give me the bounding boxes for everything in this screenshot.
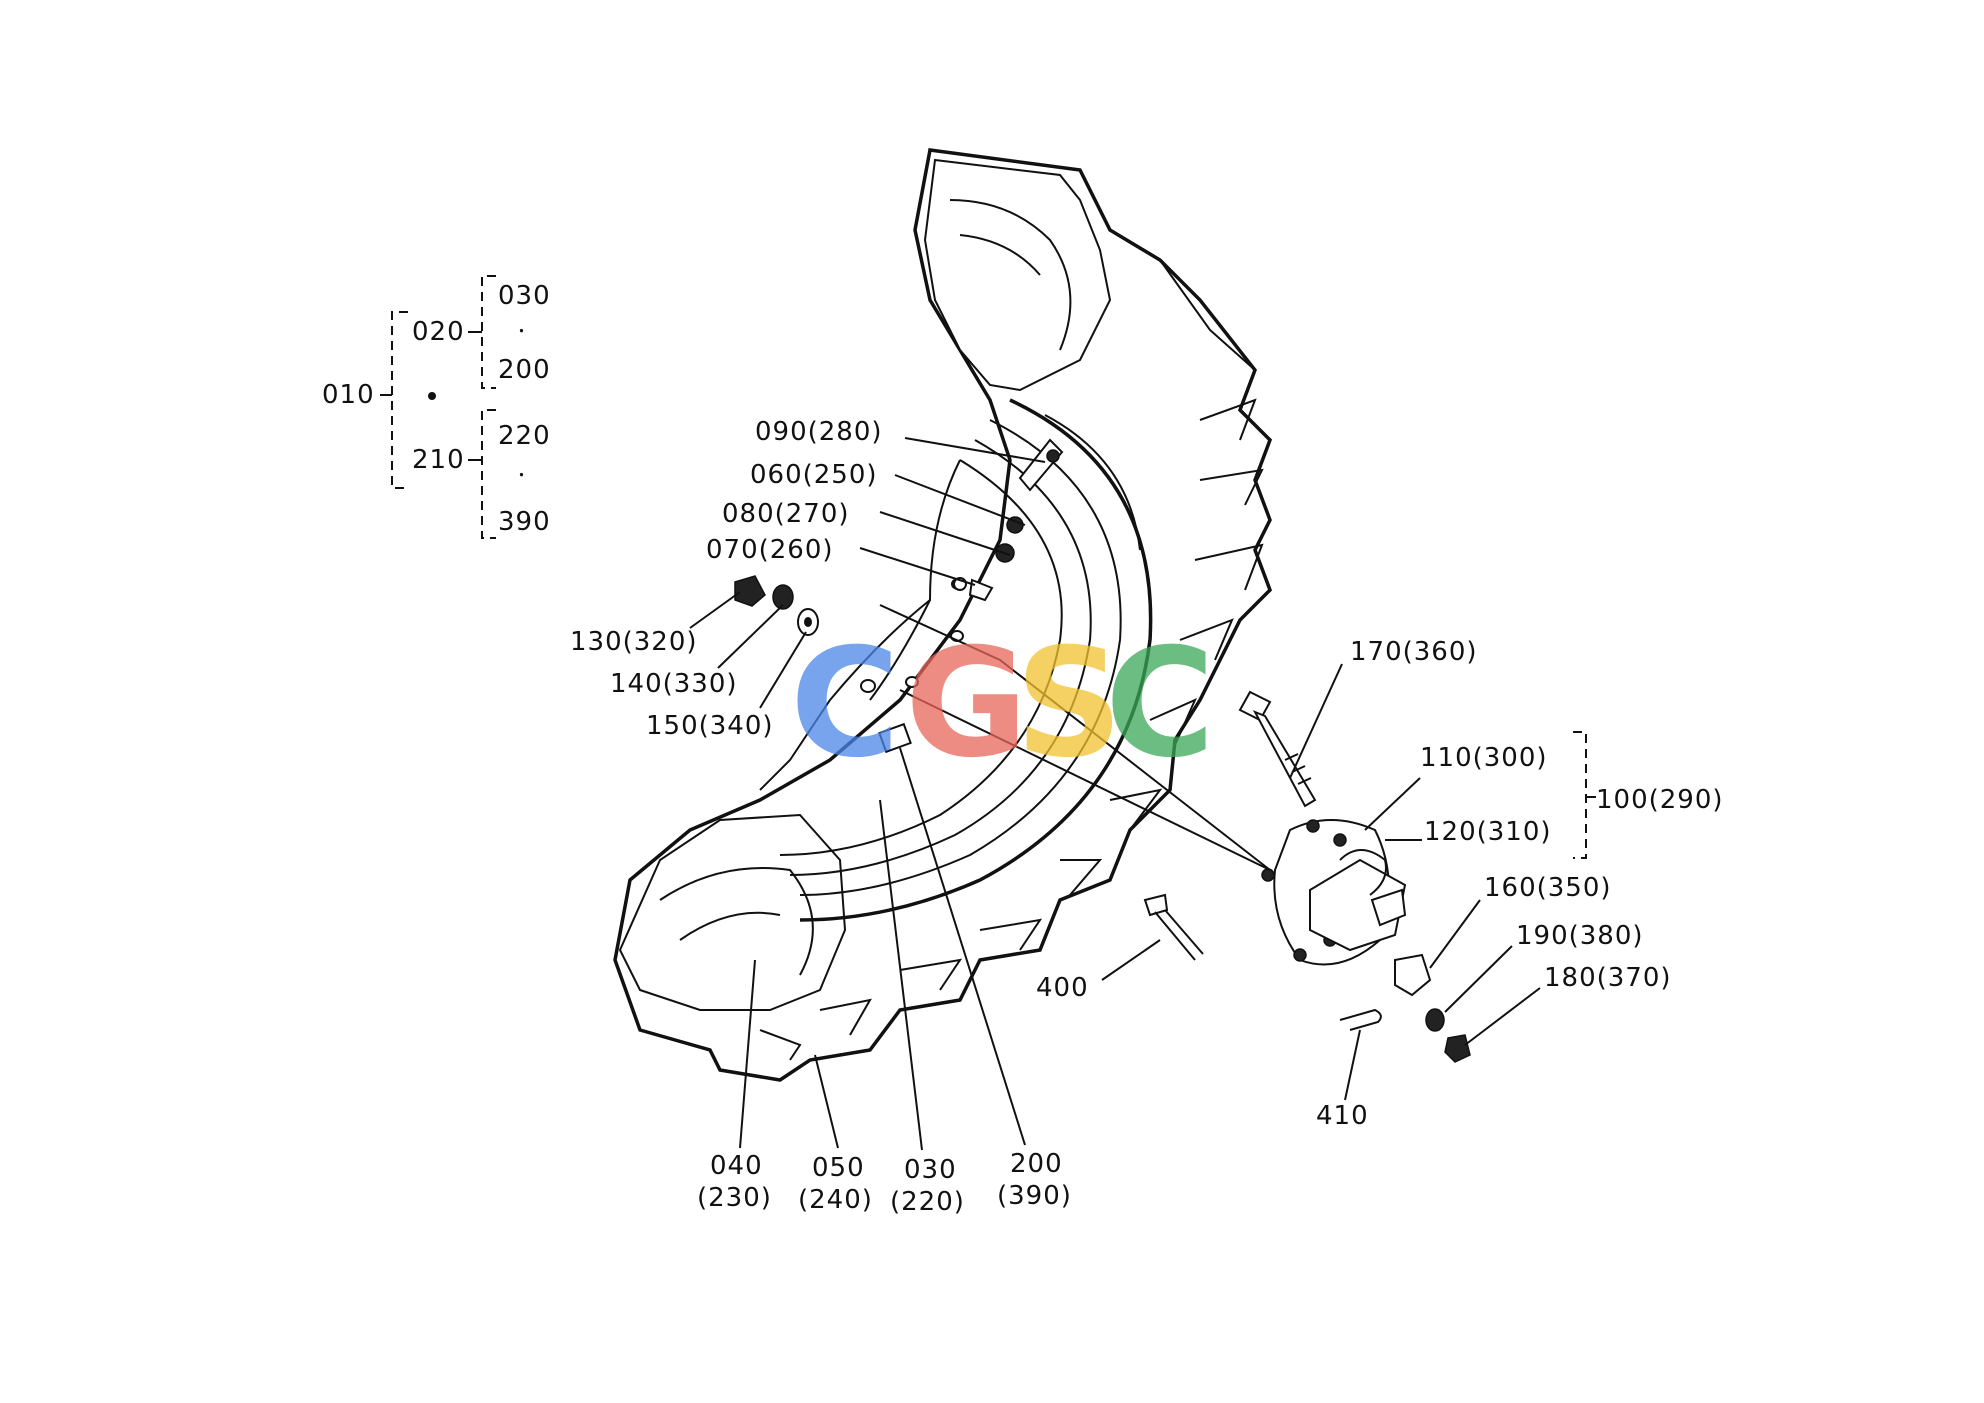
tree-branch-b-sep: ⸱ <box>518 461 526 491</box>
lock-washer <box>772 584 794 610</box>
callout-170: 170(360) <box>1350 637 1478 667</box>
callout-050-alt: (240) <box>798 1185 873 1215</box>
leader-lines <box>689 437 1596 1151</box>
callout-400: 400 <box>1036 973 1089 1003</box>
callout-030: 030 <box>904 1155 957 1185</box>
callout-050: 050 <box>812 1153 865 1183</box>
hub-nut-set-right <box>1394 953 1471 1063</box>
nut <box>1444 1034 1471 1063</box>
callout-070: 070(260) <box>706 535 834 565</box>
tire-outer-outline <box>613 148 1273 1082</box>
tree-continuation-dot <box>428 392 436 400</box>
hub-nut-set-left <box>734 575 819 636</box>
callout-120: 120(310) <box>1424 817 1552 847</box>
callout-080: 080(270) <box>722 499 850 529</box>
tree-root-label: 010 <box>322 380 375 410</box>
castle-nut <box>1394 953 1432 997</box>
rim-center-block <box>878 722 912 754</box>
callout-030-alt: (220) <box>890 1187 965 1217</box>
parts-tree: 010 020 030 ⸱ 200 210 220 ⸱ 390 <box>322 275 551 539</box>
hub-assembly <box>1261 819 1407 966</box>
assembly-axis-line-2 <box>899 689 1271 871</box>
tree-branch-a-end: 200 <box>498 355 551 385</box>
hub-bolt <box>1238 690 1317 808</box>
callout-410: 410 <box>1316 1101 1369 1131</box>
tire-lugs <box>759 259 1264 1061</box>
tree-branch-a-start: 030 <box>498 281 551 311</box>
hub-nut <box>734 575 766 607</box>
tree-branch-a-sep: ⸱ <box>518 317 526 347</box>
tire-lower-section <box>618 813 847 1011</box>
callout-160: 160(350) <box>1484 873 1612 903</box>
tree-branch-b-end: 390 <box>498 507 551 537</box>
rim-bolt-hole <box>860 679 876 693</box>
washer <box>1425 1008 1445 1032</box>
assembly-axis-line <box>879 604 1271 871</box>
callout-040-alt: (230) <box>697 1183 772 1213</box>
callout-060: 060(250) <box>750 460 878 490</box>
callout-130: 130(320) <box>570 627 698 657</box>
watermark-letter: C <box>1105 617 1215 791</box>
callout-180: 180(370) <box>1544 963 1672 993</box>
callout-labels: 090(280) 060(250) 080(270) 070(260) 130(… <box>570 417 1724 1217</box>
rim-outer-arc <box>799 398 1153 922</box>
valve-cap <box>968 578 994 602</box>
callout-200: 200 <box>1010 1149 1063 1179</box>
watermark-logo: C G S C <box>790 617 1215 791</box>
callout-150: 150(340) <box>646 711 774 741</box>
callout-100: 100(290) <box>1596 785 1724 815</box>
tree-branch-b-label: 210 <box>412 445 465 475</box>
watermark-letter: C <box>790 617 900 791</box>
rim-bolt-hole <box>905 676 919 688</box>
callout-040: 040 <box>710 1151 763 1181</box>
tree-branch-a-label: 020 <box>412 317 465 347</box>
callout-090: 090(280) <box>755 417 883 447</box>
callout-200-alt: (390) <box>997 1181 1072 1211</box>
cotter-pin <box>1339 1008 1382 1031</box>
callout-110: 110(300) <box>1420 743 1548 773</box>
callout-190: 190(380) <box>1516 921 1644 951</box>
tree-branch-b-start: 220 <box>498 421 551 451</box>
tire-upper-section <box>923 158 1112 392</box>
watermark-letter: G <box>905 617 1028 791</box>
callout-140: 140(330) <box>610 669 738 699</box>
rim-inner-arc <box>799 419 1122 896</box>
watermark-letter: S <box>1015 617 1123 791</box>
tire-assembly <box>613 148 1273 1082</box>
pin <box>1143 893 1204 961</box>
